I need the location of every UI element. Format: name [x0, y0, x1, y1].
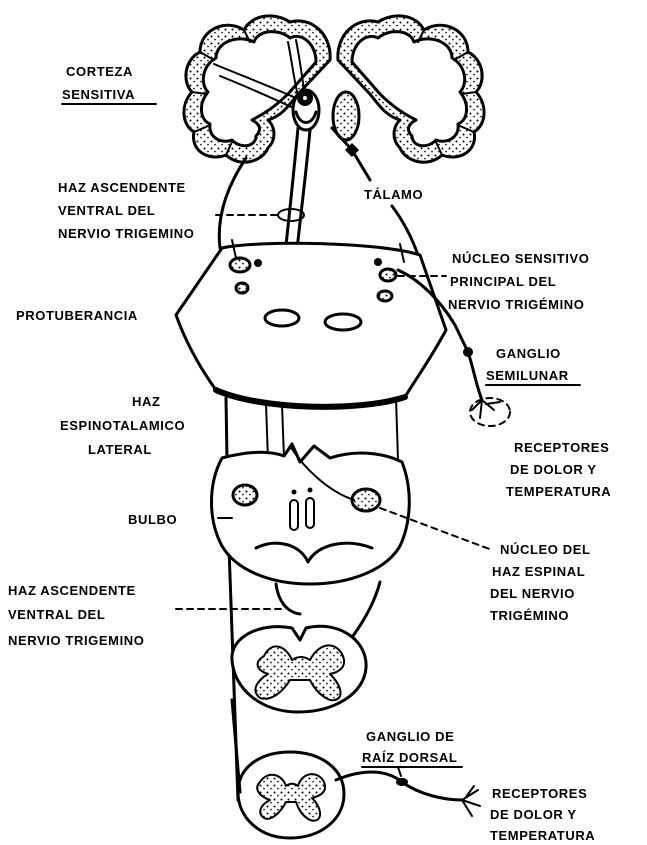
label-line: DE DOLOR Y [490, 807, 577, 822]
label-line: LATERAL [88, 442, 152, 457]
label-line: NERVIO TRIGEMINO [8, 633, 144, 648]
semilunar-ganglion [463, 347, 473, 357]
label-line: DE DOLOR Y [510, 462, 597, 477]
label-line: BULBO [128, 512, 177, 527]
label-line: PRINCIPAL DEL [450, 274, 556, 289]
label-receptores-superior: RECEPTORES DE DOLOR Y TEMPERATURA [506, 440, 611, 499]
label-line: HAZ ESPINAL [492, 564, 585, 579]
label-line: GANGLIO DE [366, 729, 454, 744]
label-line: RECEPTORES [492, 786, 587, 801]
label-line: DEL NERVIO [490, 586, 575, 601]
label-line: NERVIO TRIGEMINO [58, 226, 194, 241]
label-nucleo-sensitivo-principal: NÚCLEO SENSITIVO PRINCIPAL DEL NERVIO TR… [448, 251, 589, 312]
dorsal-root-nerve [336, 772, 462, 800]
pons-nucleus-left [230, 258, 250, 272]
label-haz-ascendente-superior: HAZ ASCENDENTE VENTRAL DEL NERVIO TRIGEM… [58, 180, 194, 241]
label-line: SENSITIVA [62, 87, 135, 102]
label-line: NERVIO TRIGÉMINO [448, 297, 584, 312]
label-corteza-sensitiva: CORTEZA SENSITIVA [62, 64, 135, 102]
label-line: VENTRAL DEL [8, 607, 105, 622]
label-line: TEMPERATURA [506, 484, 611, 499]
label-line: CORTEZA [66, 64, 133, 79]
label-line: PROTUBERANCIA [16, 308, 138, 323]
label-line: HAZ ASCENDENTE [8, 583, 136, 598]
label-talamo: TÁLAMO [364, 187, 423, 202]
label-line: SEMILUNAR [486, 368, 569, 383]
spinal-trigeminal-nucleus [352, 489, 380, 511]
label-line: HAZ [132, 394, 161, 409]
label-line: TEMPERATURA [490, 828, 595, 843]
thalamus [293, 90, 359, 140]
label-line: ESPINOTALAMICO [60, 418, 185, 433]
label-line: GANGLIO [496, 346, 561, 361]
receptor-field-upper [470, 398, 510, 426]
label-protuberancia: PROTUBERANCIA [16, 308, 138, 323]
dorsal-root-ganglion-pointer [398, 767, 401, 776]
label-line: HAZ ASCENDENTE [58, 180, 186, 195]
cortex-right-hemisphere [338, 16, 484, 162]
dorsal-root-ganglion [396, 778, 408, 786]
label-line: RAÍZ DORSAL [362, 750, 457, 765]
label-haz-espinotalamico-lateral: HAZ ESPINOTALAMICO LATERAL [60, 394, 185, 457]
label-bulbo: BULBO [128, 512, 177, 527]
pons [176, 240, 446, 407]
midbrain-outline [219, 158, 418, 255]
label-nucleo-haz-espinal: NÚCLEO DEL HAZ ESPINAL DEL NERVIO TRIGÉM… [490, 542, 591, 623]
label-line: NÚCLEO SENSITIVO [452, 251, 589, 266]
label-line: NÚCLEO DEL [500, 542, 591, 557]
spinal-cord-upper [232, 626, 366, 712]
receptor-endings-lower [462, 786, 480, 816]
label-receptores-inferior: RECEPTORES DE DOLOR Y TEMPERATURA [490, 786, 595, 843]
label-ganglio-raiz-dorsal: GANGLIO DE RAÍZ DORSAL [362, 729, 457, 765]
label-haz-ascendente-inferior: HAZ ASCENDENTE VENTRAL DEL NERVIO TRIGEM… [8, 583, 144, 648]
label-line: TÁLAMO [364, 187, 423, 202]
medulla [212, 444, 410, 584]
label-line: RECEPTORES [514, 440, 609, 455]
spinal-cord-lower [238, 752, 344, 838]
label-ganglio-semilunar: GANGLIO SEMILUNAR [486, 346, 569, 383]
label-line: TRIGÉMINO [490, 608, 569, 623]
principal-sensory-nucleus [380, 269, 396, 281]
label-line: VENTRAL DEL [58, 203, 155, 218]
